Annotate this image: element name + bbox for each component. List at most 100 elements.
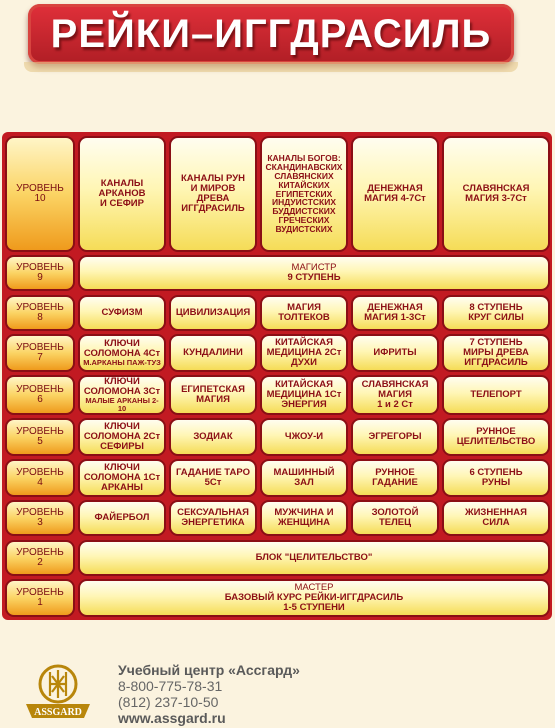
cell-text: 8 СТУПЕНЬ КРУГ СИЛЫ (468, 302, 524, 323)
course-cell: ЖИЗНЕННАЯ СИЛА (442, 500, 550, 536)
cell-text: УРОВЕНЬ 8 (16, 301, 64, 323)
cell-text: ЗОДИАК (193, 431, 233, 443)
course-cell: КИТАЙСКАЯ МЕДИЦИНА 2Ст ДУХИ (260, 334, 348, 372)
level-label: УРОВЕНЬ 7 (5, 334, 75, 372)
assgard-logo-icon: ASSGARD (26, 664, 90, 718)
cell-text: ГАДАНИЕ ТАРО 5Ст (176, 467, 250, 488)
cell-text: УРОВЕНЬ 6 (16, 383, 64, 405)
cell-text: КИТАЙСКАЯ МЕДИЦИНА 2Ст ДУХИ (266, 337, 342, 368)
cell-text: УРОВЕНЬ 7 (16, 341, 64, 363)
cell-text: УРОВЕНЬ 9 (16, 261, 64, 283)
level-label: УРОВЕНЬ 5 (5, 418, 75, 456)
logo-text: ASSGARD (34, 707, 82, 718)
course-cell: РУННОЕ ГАДАНИЕ (351, 459, 439, 497)
cell-text: УРОВЕНЬ 3 (16, 506, 64, 528)
level-label: УРОВЕНЬ 6 (5, 375, 75, 415)
course-cell: МУЖЧИНА И ЖЕНЩИНА (260, 500, 348, 536)
course-cell: КЛЮЧИ СОЛОМОНА 1Ст АРКАНЫ (78, 459, 166, 497)
course-cell: КУНДАЛИНИ (169, 334, 257, 372)
course-cell: ЗОЛОТОЙ ТЕЛЕЦ (351, 500, 439, 536)
course-cell: КЛЮЧИ СОЛОМОНА 2Ст СЕФИРЫ (78, 418, 166, 456)
wide-cell: БЛОК "ЦЕЛИТЕЛЬСТВО" (78, 540, 550, 576)
cell-text: УРОВЕНЬ 4 (16, 466, 64, 488)
cell-text: СЕКСУАЛЬНАЯ ЭНЕРГЕТИКА (177, 507, 249, 528)
course-cell: СЛАВЯНСКАЯ МАГИЯ 3-7Ст (442, 136, 550, 252)
cell-text: РУННОЕ ГАДАНИЕ (372, 467, 418, 488)
cell-text: УРОВЕНЬ 2 (16, 546, 64, 568)
level-label: УРОВЕНЬ 4 (5, 459, 75, 497)
level-label: УРОВЕНЬ 3 (5, 500, 75, 536)
level-label: УРОВЕНЬ 8 (5, 295, 75, 331)
cell-text: МАСТЕР (294, 582, 334, 594)
website-link[interactable]: www.assgard.ru (118, 710, 226, 726)
phone-1[interactable]: 8-800-775-78-31 (118, 678, 223, 694)
cell-text: 6 СТУПЕНЬ РУНЫ (469, 467, 523, 488)
cell-text: ЦИВИЛИЗАЦИЯ (175, 307, 251, 319)
cell-text: ЧЖОУ-И (284, 431, 324, 443)
center-name: Учебный центр «Ассгард» (118, 662, 300, 678)
cell-text: КАНАЛЫ БОГОВ: СКАНДИНАВСКИХ СЛАВЯНСКИХ К… (265, 152, 343, 235)
course-cell: 6 СТУПЕНЬ РУНЫ (442, 459, 550, 497)
cell-text: ЕГИПЕТСКАЯ МАГИЯ (181, 384, 245, 405)
cell-text: ЖИЗНЕННАЯ СИЛА (465, 507, 527, 528)
cell-text: ТЕЛЕПОРТ (470, 389, 522, 401)
level-label: УРОВЕНЬ 9 (5, 255, 75, 291)
cell-text: БАЗОВЫЙ КУРС РЕЙКИ-ИГГДРАСИЛЬ 1-5 СТУПЕН… (224, 592, 404, 613)
cell-text: ДЕНЕЖНАЯ МАГИЯ 1-3Ст (364, 302, 426, 323)
cell-text: ЭГРЕГОРЫ (368, 431, 422, 443)
course-cell: СЕКСУАЛЬНАЯ ЭНЕРГЕТИКА (169, 500, 257, 536)
level-label: УРОВЕНЬ 1 (5, 579, 75, 617)
cell-text: МУЖЧИНА И ЖЕНЩИНА (274, 507, 334, 528)
level-label: УРОВЕНЬ 10 (5, 136, 75, 252)
cell-text: МАШИННЫЙ ЗАЛ (273, 467, 335, 488)
cell-text: КАНАЛЫ РУН И МИРОВ ДРЕВА ИГГДРАСИЛЬ (180, 173, 246, 214)
course-cell: ЦИВИЛИЗАЦИЯ (169, 295, 257, 331)
course-cell: КАНАЛЫ РУН И МИРОВ ДРЕВА ИГГДРАСИЛЬ (169, 136, 257, 252)
cell-text: 9 СТУПЕНЬ (287, 272, 341, 283)
course-cell: РУННОЕ ЦЕЛИТЕЛЬСТВО (442, 418, 550, 456)
cell-text: РУННОЕ ЦЕЛИТЕЛЬСТВО (456, 426, 536, 447)
phone-2[interactable]: (812) 237-10-50 (118, 694, 219, 710)
title-banner: РЕЙКИ–ИГГДРАСИЛЬ (28, 4, 514, 64)
cell-text: КЛЮЧИ СОЛОМОНА 1Ст АРКАНЫ (83, 462, 161, 493)
cell-text: М.АРКАНЫ ПАЖ-ТУЗ (83, 358, 161, 368)
course-cell: ЕГИПЕТСКАЯ МАГИЯ (169, 375, 257, 415)
course-cell: ДЕНЕЖНАЯ МАГИЯ 4-7Ст (351, 136, 439, 252)
course-cell: КАНАЛЫ БОГОВ: СКАНДИНАВСКИХ СЛАВЯНСКИХ К… (260, 136, 348, 252)
cell-text: УРОВЕНЬ 5 (16, 425, 64, 447)
course-cell: КАНАЛЫ АРКАНОВ И СЕФИР (78, 136, 166, 252)
cell-text: ЗОЛОТОЙ ТЕЛЕЦ (371, 507, 419, 528)
cell-text: ФАЙЕРБОЛ (94, 512, 150, 524)
course-cell: КИТАЙСКАЯ МЕДИЦИНА 1Ст ЭНЕРГИЯ (260, 375, 348, 415)
cell-text: КЛЮЧИ СОЛОМОНА 4Ст (83, 338, 161, 360)
cell-text: 7 СТУПЕНЬ МИРЫ ДРЕВА ИГГДРАСИЛЬ (463, 337, 529, 368)
cell-text: ИФРИТЫ (373, 347, 417, 359)
course-cell: ФАЙЕРБОЛ (78, 500, 166, 536)
cell-text: СЛАВЯНСКАЯ МАГИЯ 1 и 2 Ст (361, 379, 429, 410)
course-cell: СЛАВЯНСКАЯ МАГИЯ 1 и 2 Ст (351, 375, 439, 415)
course-cell: ТЕЛЕПОРТ (442, 375, 550, 415)
cell-text: УРОВЕНЬ 10 (16, 182, 64, 204)
cell-text: МАЛЫЕ АРКАНЫ 2-10 (85, 396, 159, 413)
course-cell: МАШИННЫЙ ЗАЛ (260, 459, 348, 497)
cell-text: ДЕНЕЖНАЯ МАГИЯ 4-7Ст (364, 183, 426, 204)
course-cell: СУФИЗМ (78, 295, 166, 331)
cell-text: КИТАЙСКАЯ МЕДИЦИНА 1Ст ЭНЕРГИЯ (266, 379, 342, 410)
course-cell: ДЕНЕЖНАЯ МАГИЯ 1-3Ст (351, 295, 439, 331)
cell-text: МАГИСТР (291, 262, 337, 274)
banner-shadow-strip (24, 62, 518, 72)
cell-text: УРОВЕНЬ 1 (16, 586, 64, 608)
cell-text: СУФИЗМ (101, 307, 143, 319)
cell-text: МАГИЯ ТОЛТЕКОВ (278, 302, 330, 323)
course-cell: ЗОДИАК (169, 418, 257, 456)
course-cell: ГАДАНИЕ ТАРО 5Ст (169, 459, 257, 497)
page-title: РЕЙКИ–ИГГДРАСИЛЬ (50, 11, 492, 56)
cell-text: БЛОК "ЦЕЛИТЕЛЬСТВО" (255, 552, 373, 564)
cell-text: КЛЮЧИ СОЛОМОНА 3Ст (83, 376, 161, 398)
course-cell: ЧЖОУ-И (260, 418, 348, 456)
cell-text: КАНАЛЫ АРКАНОВ И СЕФИР (98, 178, 146, 209)
course-cell: ЭГРЕГОРЫ (351, 418, 439, 456)
cell-text: КЛЮЧИ СОЛОМОНА 2Ст СЕФИРЫ (83, 421, 161, 452)
